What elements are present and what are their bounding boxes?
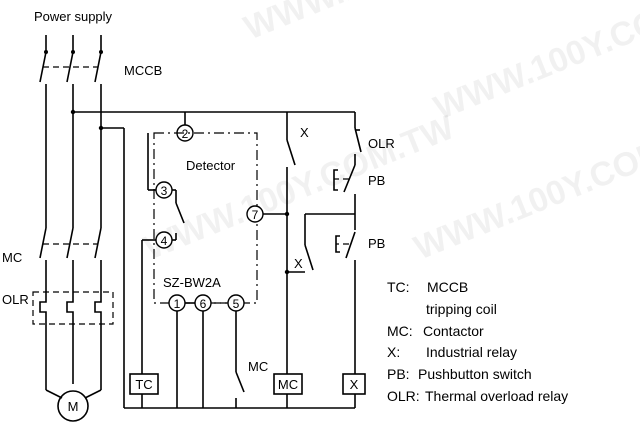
mccb-label: MCCB: [124, 63, 162, 78]
legend-desc-olr: Thermal overload relay: [425, 388, 568, 404]
terminal-4: 4: [161, 234, 168, 248]
legend-key-tc: TC:: [387, 279, 410, 295]
power-supply-label: Power supply: [34, 9, 113, 24]
control-circuit: [70, 109, 366, 409]
legend-desc-mc: Contactor: [423, 323, 484, 339]
mc-box-label: MC: [278, 377, 298, 392]
tc-box-label: TC: [135, 377, 152, 392]
legend-desc-x: Industrial relay: [426, 344, 517, 360]
legend-desc-tc: MCCB: [427, 279, 468, 295]
watermark-text: WWW.100Y.COM.TW: [239, 0, 561, 47]
mc-contact-label: MC: [248, 359, 268, 374]
x-relay-label-mid: X: [294, 256, 303, 271]
x-box-label: X: [350, 377, 359, 392]
watermark-text: WWW.100Y.COM.TW: [429, 0, 640, 127]
motor-label: M: [68, 399, 79, 414]
pb-upper-label: PB: [368, 173, 385, 188]
legend-key-olr: OLR:: [387, 388, 420, 404]
watermark: WWW.100Y.COM.TW WWW.100Y.COM.TW WWW.100Y…: [139, 0, 640, 267]
legend-desc-tc-cont: tripping coil: [426, 301, 497, 317]
olr-label: OLR: [368, 136, 395, 151]
mc-main-label: MC: [2, 250, 22, 265]
terminal-5: 5: [233, 297, 240, 311]
model-label: SZ-BW2A: [163, 275, 221, 290]
terminal-6: 6: [200, 297, 207, 311]
terminal-7: 7: [252, 208, 259, 222]
terminal-2: 2: [182, 127, 189, 141]
legend-key-pb: PB:: [387, 366, 410, 382]
legend: TC: MCCB tripping coil MC: Contactor X: …: [387, 279, 568, 404]
olr-main-label: OLR: [2, 292, 29, 307]
legend-desc-pb: Pushbutton switch: [418, 366, 532, 382]
x-relay-label-top: X: [300, 125, 309, 140]
terminal-1: 1: [174, 297, 181, 311]
pb-lower-label: PB: [368, 236, 385, 251]
legend-key-x: X:: [387, 344, 400, 360]
legend-key-mc: MC:: [387, 323, 413, 339]
terminal-3: 3: [161, 184, 168, 198]
detector-label: Detector: [186, 158, 236, 173]
motor: [57, 390, 89, 422]
main-lines: [32, 35, 114, 399]
